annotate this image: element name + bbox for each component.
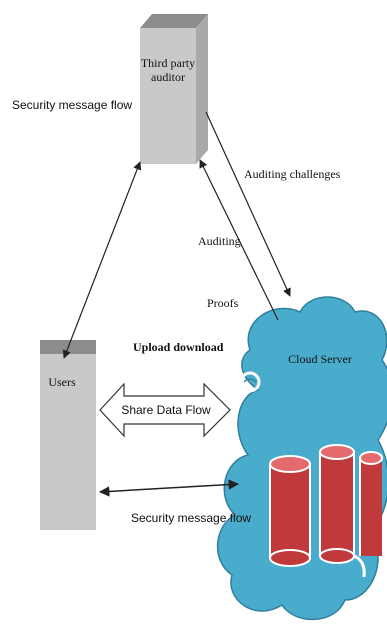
users-box-front: [40, 340, 96, 530]
auditing-proofs-arrow: [199, 159, 279, 321]
auditing-challenges-label: Auditing challenges: [244, 167, 341, 181]
cloud-server-node: Cloud Server: [217, 296, 387, 621]
auditing-label: Auditing: [198, 234, 241, 248]
auditor-label-line2: auditor: [151, 70, 185, 84]
auditing-challenges-arrow: [205, 111, 291, 297]
share-data-flow-arrow: [99, 382, 231, 438]
auditor-users-arrow: [62, 161, 142, 359]
database-cylinder-1: [269, 455, 311, 567]
cloud-curl-inner: [243, 378, 257, 383]
database-cylinder-3: [359, 451, 383, 556]
users-cloud-security-arrow: [98, 479, 240, 497]
auditor-box-side: [196, 14, 208, 164]
security-message-flow-bottom-label: Security message flow: [131, 511, 251, 525]
auditor-box-top: [140, 14, 208, 28]
database-cylinder-2: [319, 444, 355, 564]
cloud-curl-left: [239, 371, 261, 393]
cloud-server-label: Cloud Server: [288, 352, 352, 366]
users-label: Users: [48, 375, 76, 389]
auditor-label-line1: Third party: [141, 56, 195, 70]
third-party-auditor-node: Third party auditor: [140, 14, 208, 164]
users-node: Users: [40, 340, 96, 530]
upload-download-label: Upload download: [133, 340, 224, 354]
proofs-label: Proofs: [207, 296, 239, 310]
security-message-flow-top-label: Security message flow: [12, 98, 132, 112]
share-data-flow-label: Share Data Flow: [121, 403, 211, 417]
auditor-box-front: [140, 28, 196, 164]
